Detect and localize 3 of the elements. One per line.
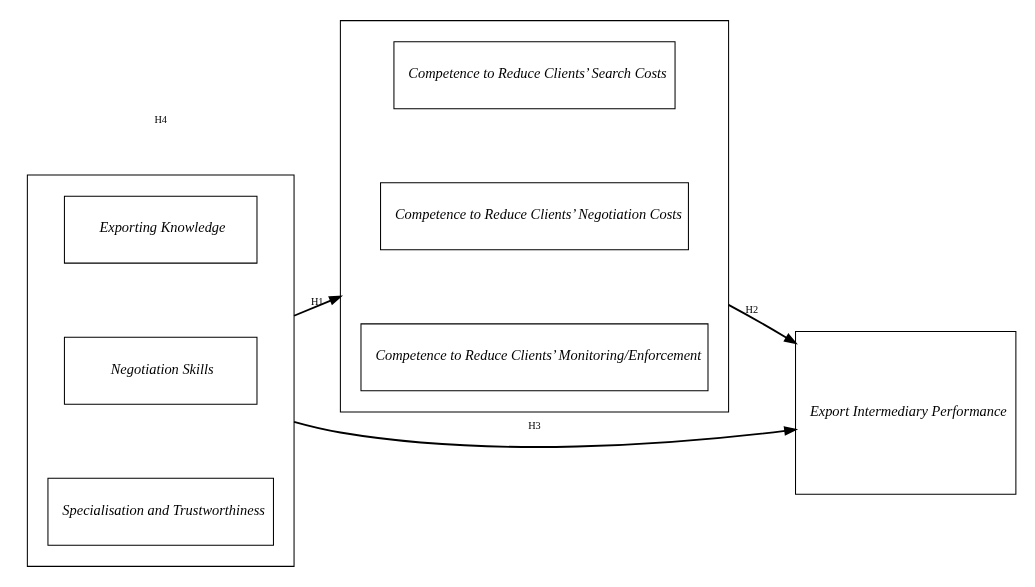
label: H4 [154,114,167,126]
edge-label: H3 [528,420,541,432]
edge-label: H2 [745,304,759,316]
